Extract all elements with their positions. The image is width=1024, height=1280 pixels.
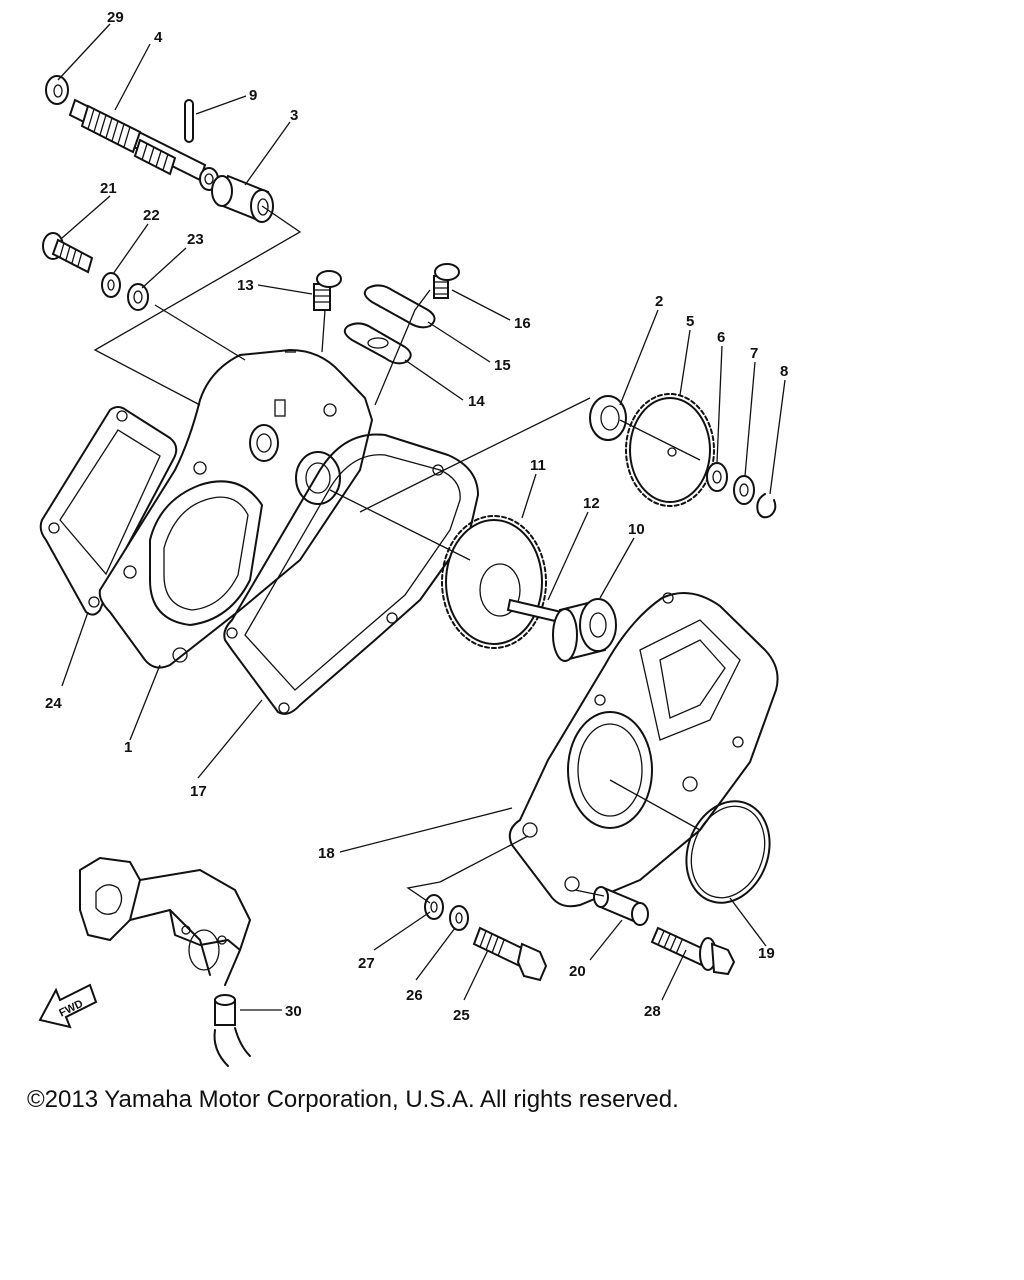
part-gear-11 bbox=[441, 515, 547, 649]
callout-15: 15 bbox=[494, 357, 511, 374]
callout-28: 28 bbox=[644, 1003, 661, 1020]
part-screw-16 bbox=[433, 263, 460, 299]
callout-24: 24 bbox=[45, 695, 62, 712]
part-gasket-14 bbox=[343, 322, 412, 365]
fwd-arrow-icon: FWD bbox=[38, 983, 98, 1029]
callout-6: 6 bbox=[717, 329, 725, 346]
part-o-ring-19 bbox=[685, 800, 771, 904]
callout-18: 18 bbox=[318, 845, 335, 862]
part-collar-20 bbox=[593, 886, 649, 926]
part-gear-5 bbox=[625, 393, 715, 507]
callout-30: 30 bbox=[285, 1003, 302, 1020]
part-plate-15 bbox=[363, 284, 436, 329]
part-pin-9 bbox=[184, 99, 194, 143]
callout-16: 16 bbox=[514, 315, 531, 332]
part-gasket-24 bbox=[39, 406, 178, 616]
part-washer-7 bbox=[733, 475, 755, 505]
part-shaft-4 bbox=[68, 98, 219, 191]
part-manifold-inset bbox=[79, 857, 251, 986]
callout-labels: 29 4 9 3 21 22 23 13 16 15 14 2 5 6 7 8 … bbox=[45, 9, 788, 1024]
callout-11: 11 bbox=[530, 457, 546, 474]
callout-7: 7 bbox=[750, 345, 758, 362]
callout-22: 22 bbox=[143, 207, 160, 224]
part-fitting-30 bbox=[213, 994, 251, 1067]
leader-lines bbox=[57, 23, 786, 1011]
part-bearing-10 bbox=[552, 598, 617, 662]
part-housing-1 bbox=[98, 348, 374, 669]
callout-5: 5 bbox=[686, 313, 694, 330]
part-screw-21 bbox=[42, 232, 94, 274]
part-collar-3 bbox=[211, 174, 274, 223]
part-washer-29 bbox=[45, 75, 69, 105]
callout-19: 19 bbox=[758, 945, 775, 962]
part-bolt-28 bbox=[650, 926, 736, 976]
part-washer-6 bbox=[706, 462, 728, 492]
callout-17: 17 bbox=[190, 783, 207, 800]
callout-23: 23 bbox=[187, 231, 204, 248]
part-washer-27 bbox=[424, 894, 444, 920]
callout-12: 12 bbox=[583, 495, 600, 512]
part-screw-13 bbox=[313, 270, 342, 311]
callout-21: 21 bbox=[100, 180, 117, 197]
callout-10: 10 bbox=[628, 521, 645, 538]
part-bolt-25 bbox=[472, 926, 548, 982]
part-washer-22 bbox=[101, 272, 121, 298]
callout-9: 9 bbox=[249, 87, 257, 104]
callout-1: 1 bbox=[124, 739, 132, 756]
part-washer-26 bbox=[449, 905, 469, 931]
part-washer-23 bbox=[127, 283, 149, 311]
callout-14: 14 bbox=[468, 393, 485, 410]
callout-26: 26 bbox=[406, 987, 423, 1004]
callout-8: 8 bbox=[780, 363, 788, 380]
callout-27: 27 bbox=[358, 955, 375, 972]
callout-2: 2 bbox=[655, 293, 663, 310]
callout-4: 4 bbox=[154, 29, 163, 46]
part-bearing-2 bbox=[589, 395, 627, 441]
assembly-lines bbox=[93, 205, 701, 904]
callout-20: 20 bbox=[569, 963, 586, 980]
callout-3: 3 bbox=[290, 107, 298, 124]
part-circlip-8 bbox=[756, 493, 777, 519]
copyright-notice: ©2013 Yamaha Motor Corporation, U.S.A. A… bbox=[27, 1086, 679, 1113]
callout-25: 25 bbox=[453, 1007, 470, 1024]
callout-13: 13 bbox=[237, 277, 254, 294]
callout-29: 29 bbox=[107, 9, 124, 26]
part-cover-18 bbox=[508, 592, 779, 908]
